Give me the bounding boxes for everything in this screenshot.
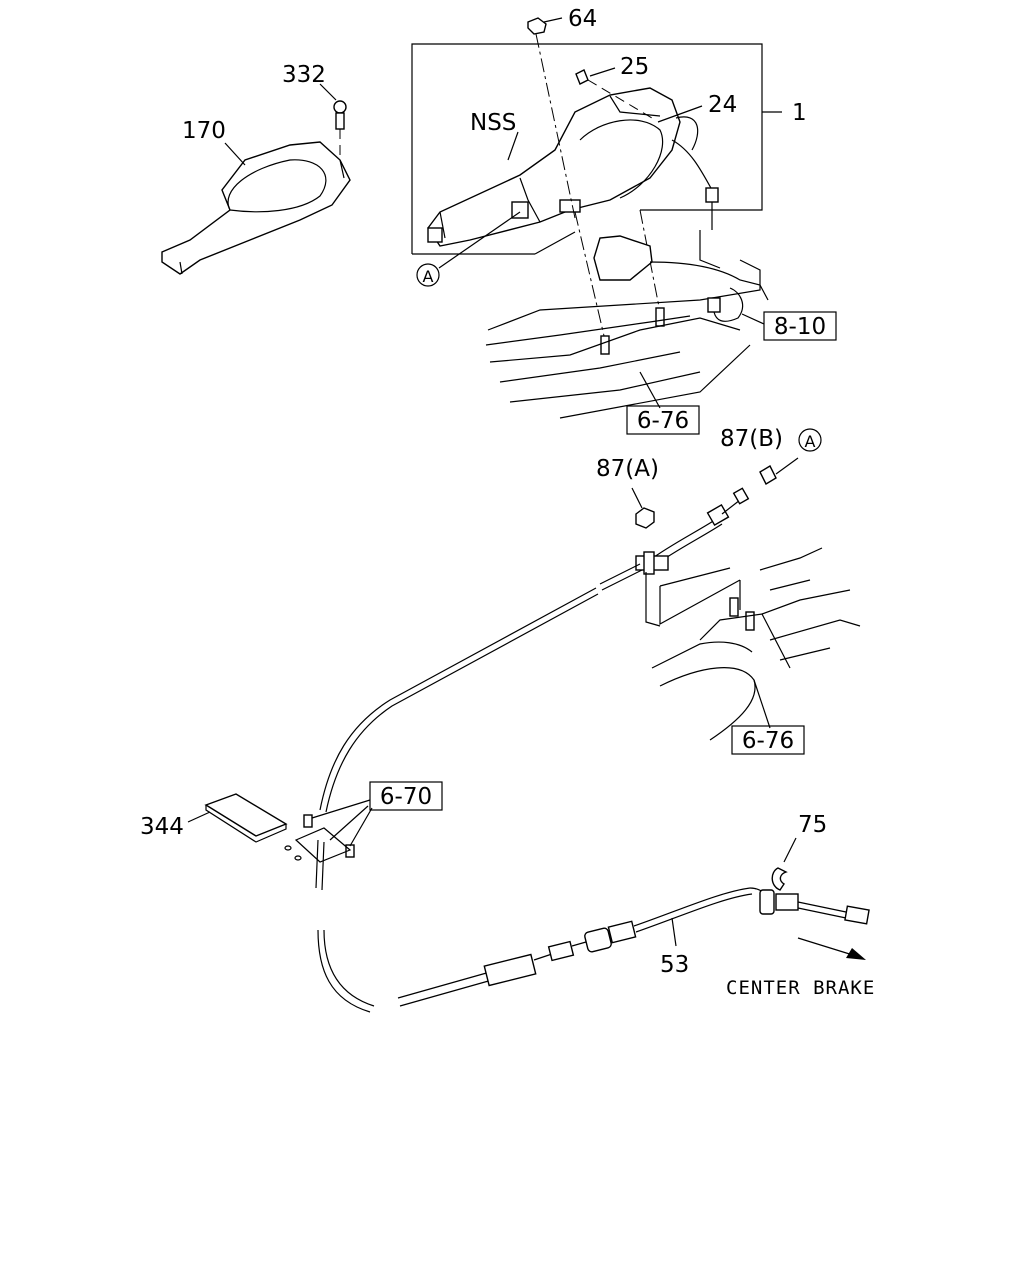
callout-nss: NSS [470, 110, 516, 136]
center-brake-label: CENTER BRAKE [726, 977, 875, 999]
circle-a-marker-top [416, 263, 440, 287]
circle-a-marker-mid [798, 428, 822, 452]
lever-grip [593, 235, 653, 281]
ref-6-70: 6-70 [380, 784, 432, 810]
lever-assembly-group [411, 17, 782, 287]
circle-a-label-top: A [423, 267, 434, 286]
ref-box-6-76-top [626, 405, 700, 435]
assembly-box [411, 43, 763, 254]
callout-25: 25 [620, 54, 649, 80]
clip-75 [771, 867, 788, 891]
nut-64 [527, 17, 547, 35]
callout-1: 1 [792, 100, 807, 126]
fastener-group-6-70 [187, 793, 373, 863]
callout-53: 53 [660, 952, 689, 978]
nut-87b [759, 465, 777, 485]
ref-box-6-76-mid [731, 725, 805, 755]
callout-344: 344 [140, 814, 184, 840]
arrow-icon [846, 948, 866, 960]
nut-87a [635, 507, 655, 529]
lever-cover [427, 87, 681, 247]
callout-75: 75 [798, 812, 827, 838]
cable-assembly-front [315, 428, 822, 1013]
ref-box-6-70 [369, 781, 443, 811]
floor-tunnel-top [485, 209, 769, 419]
console-cover-170 [161, 83, 351, 275]
clip-332 [333, 100, 347, 114]
ref-6-76-mid: 6-76 [742, 728, 794, 754]
floor-tunnel-mid [651, 547, 861, 741]
ref-box-8-10 [763, 311, 837, 341]
callout-332: 332 [282, 62, 326, 88]
callout-170: 170 [182, 118, 226, 144]
cable-53 [397, 837, 870, 1007]
callout-87b: 87(B) [720, 426, 783, 452]
ref-6-76-top: 6-76 [637, 408, 689, 434]
callout-24: 24 [708, 92, 737, 118]
pad-344 [204, 793, 288, 837]
callout-64: 64 [568, 6, 597, 32]
callout-87a: 87(A) [596, 456, 659, 482]
circle-a-label-mid: A [805, 432, 816, 451]
ref-8-10: 8-10 [774, 314, 826, 340]
screw-25 [575, 69, 589, 85]
